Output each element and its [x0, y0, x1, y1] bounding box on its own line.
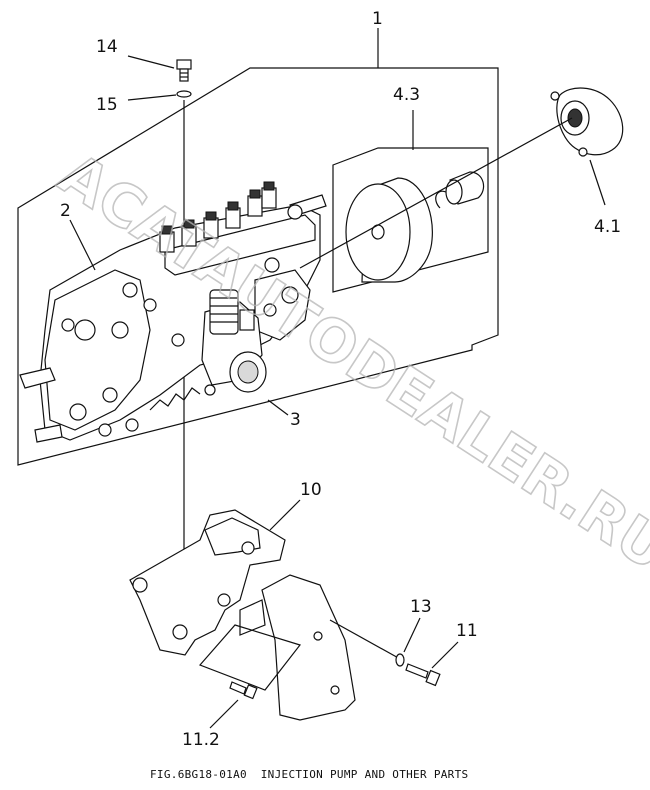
support-plate: [198, 574, 356, 721]
leader-10: [269, 499, 301, 531]
callout-4-1: 4.1: [594, 217, 621, 237]
leader-2: [69, 219, 96, 271]
callout-1: 1: [372, 9, 383, 29]
callout-14: 14: [96, 37, 118, 57]
washer-13: [395, 653, 405, 667]
coupling-pulley: [345, 171, 485, 283]
centerline-shaft: [299, 117, 573, 269]
leader-15: [127, 94, 177, 101]
leader-13: [403, 617, 421, 653]
bolt-11-2: [229, 681, 258, 700]
callout-10: 10: [300, 480, 322, 500]
callout-13: 13: [410, 597, 432, 617]
callout-11: 11: [456, 621, 478, 641]
drive-hub: [550, 87, 624, 157]
subassembly-outline: [332, 147, 489, 293]
callout-3: 3: [290, 410, 301, 430]
bolt-14: [176, 59, 192, 82]
callout-4-3: 4.3: [393, 85, 420, 105]
assembly-outline: [17, 67, 499, 466]
bracket-10: [129, 509, 286, 656]
leader-3: [267, 399, 289, 416]
leader-11-2: [209, 699, 239, 729]
injection-pump: [19, 181, 327, 443]
washer-15: [176, 90, 192, 98]
leader-4-1: [589, 159, 606, 206]
leader-14: [127, 55, 175, 69]
guide-line-11: [329, 619, 403, 661]
callout-2: 2: [60, 201, 71, 221]
leader-11: [431, 641, 459, 669]
callout-15: 15: [96, 95, 118, 115]
figure-caption: FIG.6BG18-01A0 INJECTION PUMP AND OTHER …: [150, 768, 468, 781]
bolt-11: [405, 663, 441, 687]
callout-11-2: 11.2: [182, 730, 220, 750]
